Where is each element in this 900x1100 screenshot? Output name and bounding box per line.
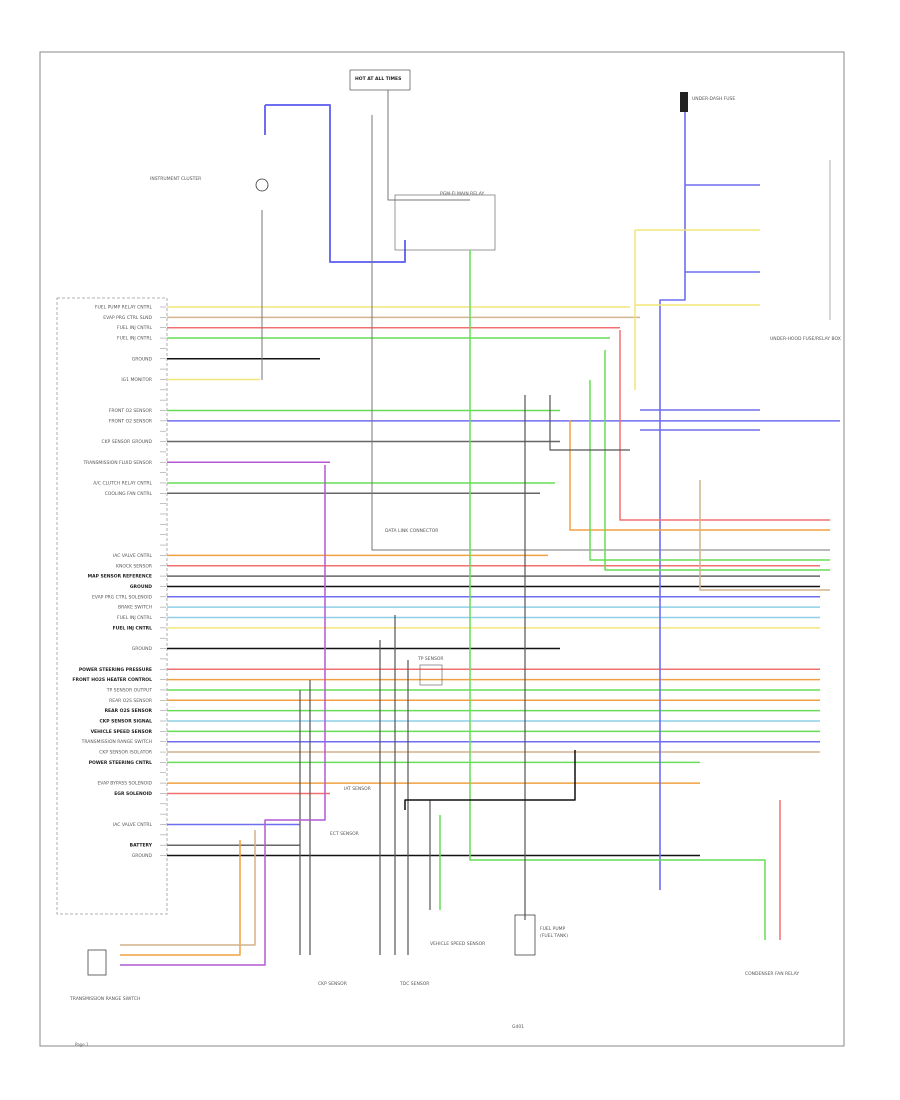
ecu-pin-label: TP SENSOR OUTPUT <box>106 687 153 693</box>
tan-vert <box>699 480 830 591</box>
ecu-pin-label: POWER STEERING PRESSURE <box>79 667 152 673</box>
fuel-pump <box>514 914 536 956</box>
ecu-pin-label: FUEL INJ CNTRL <box>117 325 152 331</box>
ignition-switch-label: HOT AT ALL TIMES <box>355 76 401 82</box>
ecu-pin-label: TRANSMISSION RANGE SWITCH <box>81 739 152 745</box>
ecu-pin-label: TRANSMISSION FLUID SENSOR <box>82 460 152 466</box>
ecu-pin-label: CKP SENSOR SIGNAL <box>99 719 152 725</box>
ecu-pin-label: REAR O2S SENSOR <box>105 708 153 714</box>
fuse-block-label: UNDER-DASH FUSE <box>692 96 735 102</box>
tp-sensor-label: TP SENSOR <box>417 656 443 662</box>
orange-vert <box>569 420 830 531</box>
green-vert <box>589 380 830 561</box>
ecu-pin-label: EVAP PRG CTRL SOLENOID <box>92 594 153 600</box>
red-vert <box>619 330 830 521</box>
tan-loop <box>120 830 256 946</box>
ecu-pin-label: FRONT O2 SENSOR <box>109 418 152 424</box>
tp-sensor <box>419 664 443 686</box>
fuel-pump-sub-label: (FUEL TANK) <box>540 933 568 939</box>
instrument-cluster-label: INSTRUMENT CLUSTER <box>150 176 201 182</box>
ecu-pin-label: BRAKE SWITCH <box>118 605 152 611</box>
ecu-pin-label: IG1 MONITOR <box>121 377 152 383</box>
ecu-pin-label: GROUND <box>132 853 153 859</box>
ecu-pin-label: POWER STEERING CNTRL <box>89 760 152 766</box>
ckp-label: CKP SENSOR <box>318 981 347 987</box>
ecu-pin-label: IAC VALVE CNTRL <box>113 553 153 559</box>
ecu-pin-label: GROUND <box>132 356 153 362</box>
ecu-pin-label: FUEL PUMP RELAY CNTRL <box>95 305 153 311</box>
relay-feed <box>387 90 470 201</box>
ecu-pin-label: KNOCK SENSOR <box>116 563 152 569</box>
ecu-pin-label: CKP SENSOR GROUND <box>101 439 152 445</box>
ignition-switch <box>349 69 411 91</box>
ecu-pin-label: EGR SOLENOID <box>114 791 152 797</box>
ignition-wire <box>265 104 406 263</box>
ecu-pin-label: FUEL INJ CNTRL <box>117 615 152 621</box>
ecu-pin-label: REAR O2S SENSOR <box>109 698 152 704</box>
page-label: Page 1 <box>75 1042 89 1047</box>
orange-loop <box>120 840 241 956</box>
ground-g401: G401 <box>512 1024 524 1030</box>
ecu-pin-label: GROUND <box>130 584 152 590</box>
iat-sensor-label: IAT SENSOR <box>344 786 371 792</box>
ecu-pin-label: EVAP BYPASS SOLENOID <box>97 781 152 787</box>
ecu-pin-label: IAC VALVE CNTRL <box>113 822 153 828</box>
ecu-pin-label: GROUND <box>132 646 153 652</box>
ecu-pin-label: VEHICLE SPEED SENSOR <box>91 729 153 735</box>
underhood-fuse-label: UNDER-HOOD FUSE/RELAY BOX <box>770 336 841 342</box>
ecu-pin-label: FRONT O2 SENSOR <box>109 408 152 414</box>
ecu-pin-label: BATTERY <box>130 843 153 849</box>
ecu-pin-label: FUEL INJ CNTRL <box>117 336 152 342</box>
black-loop <box>404 750 576 810</box>
cluster-lamp <box>255 178 269 192</box>
data-link-label: DATA LINK CONNECTOR <box>385 528 438 534</box>
ecu-pin-label: EVAP PRG CTRL SLND <box>103 315 152 321</box>
main-relay-label: PGM-FI MAIN RELAY <box>440 191 484 197</box>
fuse-block <box>680 92 688 112</box>
diagram-frame <box>39 51 845 1047</box>
ecu-pin-label: FUEL INJ CNTRL <box>113 625 153 631</box>
power-bus <box>371 115 830 551</box>
main-relay-box <box>394 194 496 251</box>
ecu-pin-label: MAP SENSOR REFERENCE <box>88 574 152 580</box>
ckp-ground-wire <box>549 395 630 451</box>
purple-loop <box>120 465 326 966</box>
condenser-label: CONDENSER FAN RELAY <box>745 971 799 977</box>
vss-label: VEHICLE SPEED SENSOR <box>430 941 485 947</box>
tdc-label: TDC SENSOR <box>399 981 429 987</box>
right-blue-bus <box>659 95 686 890</box>
green-vert-2 <box>604 350 830 571</box>
ecu-pin-label: FRONT HO2S HEATER CONTROL <box>72 677 152 683</box>
ecu-pin-label: COOLING FAN CNTRL <box>105 491 153 497</box>
ecm-box <box>56 297 168 915</box>
fuel-pump-label: FUEL PUMP <box>540 926 566 932</box>
green-long <box>469 250 766 940</box>
ecu-pin-label: A/C CLUTCH RELAY CNTRL <box>93 480 152 486</box>
ecu-pin-label: CKP SENSOR ISOLATOR <box>99 750 152 756</box>
transmission-range-switch <box>87 949 107 976</box>
ect-sensor-label: ECT SENSOR <box>330 831 359 837</box>
transmission-range-label: TRANSMISSION RANGE SWITCH <box>69 996 140 1002</box>
